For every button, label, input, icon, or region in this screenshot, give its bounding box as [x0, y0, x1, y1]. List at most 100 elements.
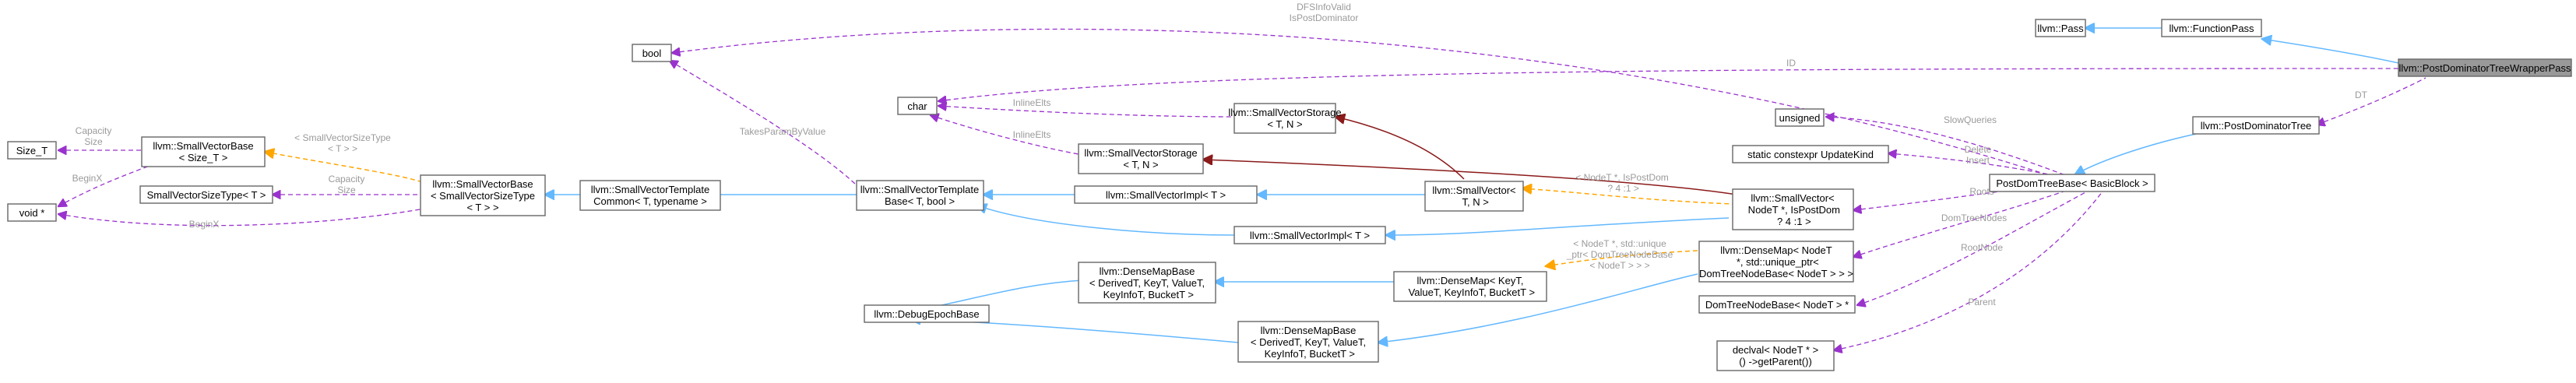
svg-text:declval< NodeT * >() ->getPare: declval< NodeT * >() ->getParent()): [1733, 344, 1818, 367]
node-debugepochbase[interactable]: llvm::DebugEpochBase: [864, 304, 990, 323]
svg-text:unsigned: unsigned: [1779, 112, 1821, 124]
node-void-pointer[interactable]: void *: [7, 203, 57, 222]
edge-label-svst: < SmallVectorSizeType< T > >: [294, 132, 391, 154]
template-edge-densemap1-densemap2: [1546, 250, 1698, 266]
edge-label-slow: SlowQueries: [1944, 114, 1997, 125]
node-smallvectorbase-sizetype[interactable]: llvm::SmallVectorBase< SmallVectorSizeTy…: [420, 174, 546, 216]
edge-label-inline2: InlineElts: [1013, 129, 1051, 140]
svg-text:llvm::SmallVector< NodeT *, Is: llvm::SmallVector< NodeT *, IsPostDom ? …: [1745, 192, 1840, 227]
svg-text:llvm::SmallVectorBase< SmallVe: llvm::SmallVectorBase< SmallVectorSizeTy…: [431, 178, 535, 213]
svg-text:llvm::SmallVectorStorage< T, N: llvm::SmallVectorStorage< T, N >: [1228, 107, 1341, 130]
node-densemapbase-b[interactable]: llvm::DenseMapBase< DerivedT, KeyT, Valu…: [1237, 321, 1379, 363]
svg-text:llvm::DenseMap< KeyT, ValueT,: llvm::DenseMap< KeyT, ValueT, KeyInfoT, …: [1406, 275, 1535, 298]
usage-edge-char-svsB: [931, 115, 1079, 155]
node-size-t[interactable]: Size_T: [7, 141, 57, 160]
svg-text:DomTreeNodeBase< NodeT > *: DomTreeNodeBase< NodeT > *: [1705, 299, 1849, 311]
svg-text:llvm::DenseMap< NodeT *, std::: llvm::DenseMap< NodeT *, std::unique_ptr…: [1699, 244, 1853, 279]
node-unsigned[interactable]: unsigned: [1775, 108, 1825, 127]
node-postdomtreebase[interactable]: PostDomTreeBase< BasicBlock >: [1989, 174, 2155, 192]
usage-edge-densemap2-pdtb: [1853, 191, 2064, 257]
node-smallvectorsizetype[interactable]: SmallVectorSizeType< T >: [139, 185, 273, 204]
node-char[interactable]: char: [897, 97, 938, 115]
usage-edge-dtnb-pdtb: [1857, 191, 2088, 305]
edge-label-roots: Roots: [1969, 186, 1994, 197]
svg-text:llvm::SmallVectorBase< Size_T: llvm::SmallVectorBase< Size_T >: [153, 140, 253, 163]
svg-text:llvm::SmallVector< T, N >: llvm::SmallVector< T, N >: [1432, 184, 1515, 208]
svg-text:llvm::FunctionPass: llvm::FunctionPass: [2169, 23, 2254, 34]
usage-edge-voidp-svbsize: [58, 163, 157, 206]
svg-text:llvm::Pass: llvm::Pass: [2037, 23, 2084, 34]
node-domtreenodebase[interactable]: DomTreeNodeBase< NodeT > *: [1698, 295, 1856, 314]
node-smallvectorimpl-a[interactable]: llvm::SmallVectorImpl< T >: [1074, 185, 1258, 204]
template-edge-svnodes-smallvec: [1522, 188, 1733, 205]
inherit-edge-svtb-sviB: [977, 206, 1235, 236]
edge-label-dtnodes: DomTreeNodes: [1941, 213, 2007, 223]
node-updatekind[interactable]: static constexpr UpdateKind: [1732, 145, 1889, 163]
svg-text:PostDomTreeBase< BasicBlock >: PostDomTreeBase< BasicBlock >: [1996, 177, 2148, 189]
node-smallvectorimpl-b[interactable]: llvm::SmallVectorImpl< T >: [1233, 226, 1386, 244]
template-edge-svbig-svbsize: [265, 152, 425, 184]
usage-edge-bool-svtb: [670, 61, 857, 186]
svg-text:llvm::SmallVectorImpl< T >: llvm::SmallVectorImpl< T >: [1250, 230, 1370, 241]
edge-label-nodet: < NodeT *, IsPostDom ? 4 :1 >: [1575, 172, 1669, 194]
svg-text:char: char: [907, 100, 927, 112]
svg-text:void *: void *: [19, 207, 45, 219]
usage-edge-char-focus: [938, 68, 2399, 101]
edge-label-dt: DT: [2355, 90, 2368, 100]
svg-text:llvm::SmallVectorStorage< T, N: llvm::SmallVectorStorage< T, N >: [1084, 147, 1197, 170]
node-declval[interactable]: declval< NodeT * >() ->getParent()): [1716, 340, 1835, 371]
node-bool[interactable]: bool: [632, 44, 672, 62]
svg-text:SmallVectorSizeType< T >: SmallVectorSizeType< T >: [147, 189, 266, 201]
node-smallvector-nodet[interactable]: llvm::SmallVector< NodeT *, IsPostDom ? …: [1732, 188, 1854, 230]
node-smallvectorbase-size-t[interactable]: llvm::SmallVectorBase< Size_T >: [141, 136, 266, 167]
svg-text:llvm::SmallVectorImpl< T >: llvm::SmallVectorImpl< T >: [1106, 189, 1226, 201]
usage-edge-declval-pdtb: [1834, 191, 2103, 350]
edge-label-beginx2: BeginX: [189, 219, 220, 230]
svg-text:llvm::DenseMapBase< DerivedT,: llvm::DenseMapBase< DerivedT, KeyT, Valu…: [1089, 265, 1205, 300]
edge-label-takes: TakesParamByValue: [740, 126, 826, 137]
node-smallvectorstorage-b[interactable]: llvm::SmallVectorStorage< T, N >: [1078, 143, 1204, 174]
svg-text:Size_T: Size_T: [16, 145, 48, 156]
node-functionpass[interactable]: llvm::FunctionPass: [2161, 19, 2262, 37]
inherit-edge-pdtb-pdt: [2075, 133, 2197, 174]
node-densemapbase-a[interactable]: llvm::DenseMapBase< DerivedT, KeyT, Valu…: [1078, 262, 1216, 304]
usage-edge-unsigned-pdtb: [1826, 117, 2072, 178]
svg-text:bool: bool: [642, 47, 662, 59]
svg-text:static constexpr UpdateKind: static constexpr UpdateKind: [1747, 149, 1874, 160]
inherit-edge-sviB-svnodes: [1386, 217, 1730, 235]
node-smallvector-t-n[interactable]: llvm::SmallVector< T, N >: [1424, 181, 1524, 212]
svg-text:llvm::DebugEpochBase: llvm::DebugEpochBase: [874, 308, 979, 320]
node-postdominatortree[interactable]: llvm::PostDominatorTree: [2192, 116, 2320, 135]
instance-edge-svsA-smallvec: [1336, 117, 1465, 180]
edge-label-dmparams: < NodeT *, std::unique_ptr< DomTreeNodeB…: [1566, 238, 1673, 271]
svg-text:llvm::PostDominatorTreeWrapper: llvm::PostDominatorTreeWrapperPass: [2398, 62, 2571, 74]
node-pass[interactable]: llvm::Pass: [2035, 19, 2086, 37]
svg-text:llvm::PostDominatorTree: llvm::PostDominatorTree: [2201, 120, 2312, 132]
usage-edge-uk-pdtb: [1888, 153, 2064, 178]
usage-edge-pdt-focus: [2317, 77, 2426, 125]
svg-text:llvm::DenseMapBase< DerivedT,: llvm::DenseMapBase< DerivedT, KeyT, Valu…: [1251, 325, 1366, 360]
edge-label-beginx1: BeginX: [72, 173, 103, 184]
edge-label-rootnode: RootNode: [1961, 242, 2003, 253]
usage-edge-char-svsA: [938, 106, 1235, 118]
node-postdominatortreewrapperpass[interactable]: llvm::PostDominatorTreeWrapperPass: [2398, 58, 2572, 77]
inherit-edge-fpass-focus: [2262, 39, 2403, 65]
node-densemap-nodet[interactable]: llvm::DenseMap< NodeT *, std::unique_ptr…: [1698, 241, 1854, 283]
instance-edge-svsB-svnodes: [1203, 160, 1737, 195]
node-smallvectorstorage-a[interactable]: llvm::SmallVectorStorage< T, N >: [1228, 103, 1342, 134]
usage-edge-voidp-svbig: [58, 208, 425, 227]
node-densemap-keyt[interactable]: llvm::DenseMap< KeyT, ValueT, KeyInfoT, …: [1393, 271, 1547, 302]
nodes: llvm::PostDominatorTreeWrapperPass llvm:…: [7, 19, 2572, 371]
edge-label-inline1: InlineElts: [1013, 97, 1051, 108]
edge-label-parent: Parent: [1968, 297, 1996, 307]
